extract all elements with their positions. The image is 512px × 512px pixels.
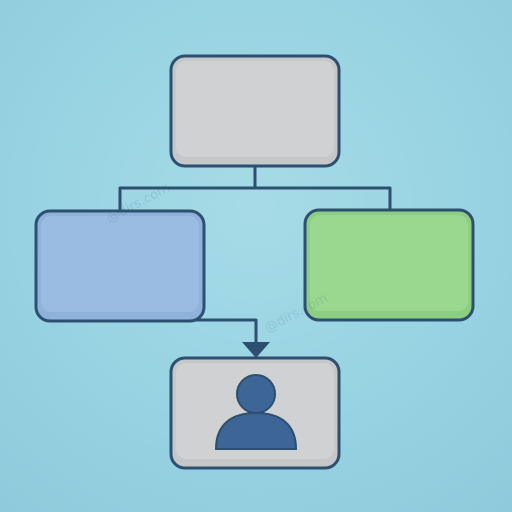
node-top bbox=[169, 54, 341, 168]
connector-branch bbox=[118, 186, 392, 214]
node-left bbox=[34, 209, 206, 323]
user-icon bbox=[214, 374, 298, 450]
node-right bbox=[303, 208, 475, 322]
connector-left-to-bottom bbox=[188, 318, 258, 346]
arrow-head bbox=[242, 342, 270, 358]
